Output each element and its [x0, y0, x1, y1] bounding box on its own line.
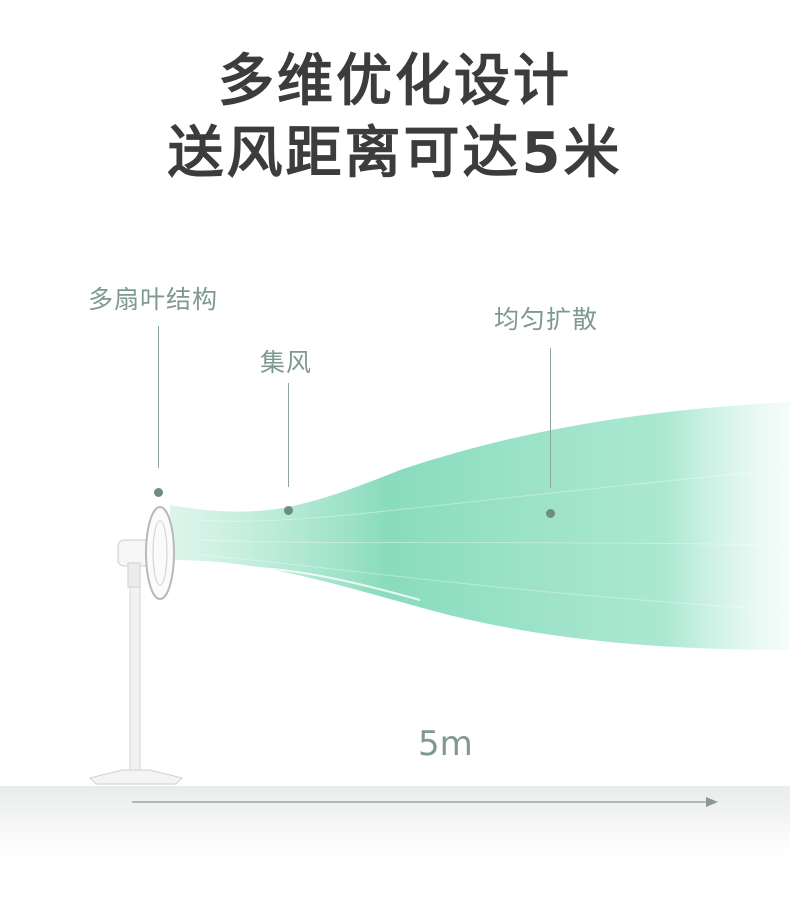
- callout-multi-blade: 多扇叶结构: [88, 285, 219, 314]
- fan-pole: [129, 584, 141, 781]
- callout-dot-focus: [284, 506, 293, 515]
- arrow-right-icon: [706, 797, 718, 807]
- headline-line-1: 多维优化设计: [218, 49, 572, 114]
- headline-line-2: 送风距离可达5米: [167, 121, 623, 186]
- fan-guard-inner: [152, 520, 168, 586]
- fan-guard: [145, 506, 175, 600]
- airflow-streak: [179, 565, 421, 601]
- standing-fan: [89, 506, 183, 785]
- callout-leader-focus: [288, 383, 289, 487]
- callout-even-spread: 均匀扩散: [494, 305, 599, 334]
- callout-leader-even-spread: [550, 348, 551, 488]
- callout-dot-even-spread: [546, 509, 555, 518]
- callout-focus: 集风: [260, 348, 313, 377]
- distance-label: 5m: [418, 724, 473, 764]
- floor: [0, 786, 790, 856]
- fan-base: [89, 769, 183, 785]
- airflow-streak: [199, 554, 781, 611]
- airflow-streak: [199, 469, 781, 522]
- airflow-cone: [170, 402, 790, 650]
- airflow-streak: [179, 459, 421, 501]
- callout-dot-multi-blade: [154, 488, 163, 497]
- fan-neck: [127, 562, 141, 588]
- callout-leader-multi-blade: [158, 326, 159, 468]
- airflow-streak: [199, 539, 781, 546]
